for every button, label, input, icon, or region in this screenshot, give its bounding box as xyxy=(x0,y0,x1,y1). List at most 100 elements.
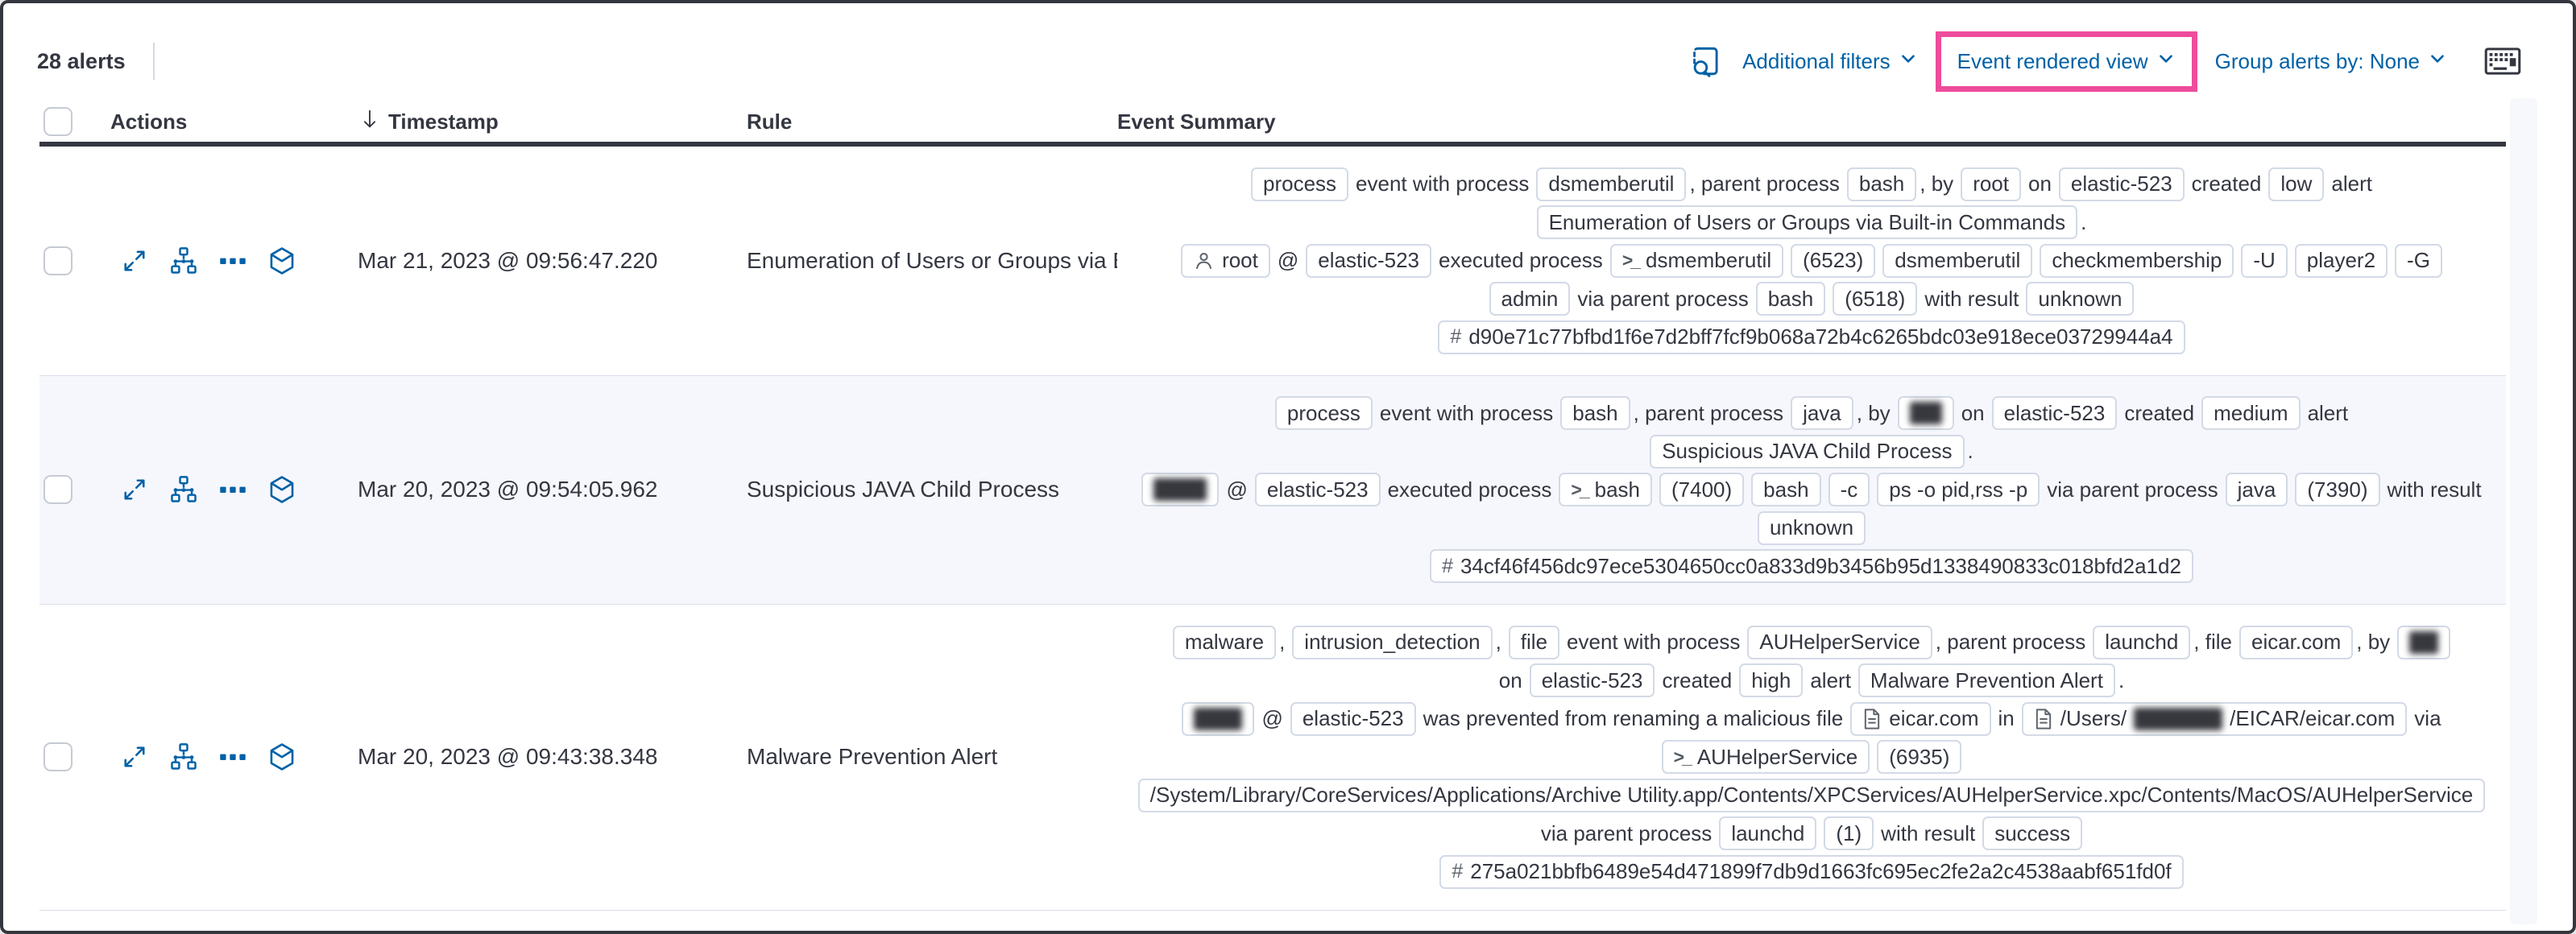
summary-badge[interactable]: elastic-523 xyxy=(1529,663,1655,698)
summary-badge[interactable]: process xyxy=(1274,396,1373,431)
summary-badge[interactable]: (7390) xyxy=(2295,473,2380,507)
more-actions-icon[interactable] xyxy=(218,246,247,275)
summary-badge[interactable]: (6935) xyxy=(1877,740,1962,775)
summary-badge[interactable]: high xyxy=(1739,663,1804,698)
summary-badge[interactable]: file xyxy=(1508,625,1560,659)
summary-badge[interactable]: elastic-523 xyxy=(1991,396,2118,431)
summary-badge[interactable]: bash xyxy=(1755,282,1826,316)
summary-badge[interactable]: java xyxy=(1791,396,1853,431)
summary-badge[interactable]: eicar.com xyxy=(1850,701,1991,736)
summary-badge[interactable]: admin xyxy=(1489,282,1571,316)
sort-down-icon xyxy=(358,107,382,137)
badge-text: process xyxy=(1286,400,1360,425)
summary-badge[interactable] xyxy=(1182,701,1255,736)
event-summary-line: Suspicious JAVA Child Process. xyxy=(1117,432,2506,471)
summary-badge[interactable]: intrusion_detection xyxy=(1292,625,1493,659)
badge-text: elastic-523 xyxy=(2070,172,2172,196)
badge-text: file xyxy=(1520,630,1548,655)
summary-badge[interactable]: #34cf46f456dc97ece5304650cc0a833d9b3456b… xyxy=(1430,549,2193,584)
summary-badge[interactable]: success xyxy=(1982,816,2083,851)
summary-badge[interactable]: #d90e71c77bfbd1f6e7d2bff7fcf9b068a72b4c6… xyxy=(1438,320,2185,354)
keyboard-icon[interactable] xyxy=(2479,48,2526,75)
summary-badge[interactable]: launchd xyxy=(1719,816,1817,851)
inspect-icon[interactable] xyxy=(1684,44,1728,78)
analyze-event-icon[interactable] xyxy=(168,742,199,771)
summary-badge[interactable]: elastic-523 xyxy=(2058,167,2185,201)
summary-badge[interactable]: AUHelperService xyxy=(1747,625,1932,659)
select-all-checkbox[interactable] xyxy=(43,107,72,136)
summary-badge[interactable]: unknown xyxy=(1757,510,1866,545)
summary-badge[interactable]: malware xyxy=(1172,625,1277,659)
summary-badge[interactable]: (6523) xyxy=(1791,243,1876,278)
badge-text: java xyxy=(2237,477,2276,502)
summary-badge[interactable]: elastic-523 xyxy=(1306,243,1432,278)
summary-badge[interactable]: >_dsmemberutil xyxy=(1609,243,1784,278)
summary-badge[interactable]: low xyxy=(2268,167,2325,201)
more-actions-icon[interactable] xyxy=(218,475,247,504)
session-view-icon[interactable] xyxy=(267,246,297,276)
row-actions xyxy=(96,474,358,505)
expand-icon[interactable] xyxy=(120,246,149,275)
expand-icon[interactable] xyxy=(120,475,149,504)
summary-badge[interactable]: root xyxy=(1181,243,1270,278)
summary-badge[interactable]: /Users//EICAR/eicar.com xyxy=(2021,701,2408,736)
summary-badge[interactable]: -U xyxy=(2241,243,2288,278)
group-alerts-by-button[interactable]: Group alerts by: None xyxy=(2209,49,2454,74)
summary-badge[interactable]: ps -o pid,rss -p xyxy=(1877,473,2040,507)
row-checkbox[interactable] xyxy=(43,246,72,275)
summary-badge[interactable]: Malware Prevention Alert xyxy=(1857,663,2115,698)
summary-badge[interactable] xyxy=(2397,625,2451,659)
summary-badge[interactable]: medium xyxy=(2201,396,2301,431)
summary-text: in xyxy=(1998,706,2015,731)
summary-badge[interactable]: bash xyxy=(1751,473,1821,507)
view-selector-button[interactable]: Event rendered view xyxy=(1951,49,2182,74)
summary-badge[interactable]: Suspicious JAVA Child Process xyxy=(1650,434,1965,469)
summary-badge[interactable]: java xyxy=(2225,473,2288,507)
summary-badge[interactable]: -G xyxy=(2395,243,2442,278)
summary-badge[interactable]: checkmembership xyxy=(2040,243,2234,278)
row-checkbox[interactable] xyxy=(43,475,72,505)
summary-badge[interactable]: #275a021bbfb6489e54d471899f7db9d1663fc69… xyxy=(1439,854,2184,889)
summary-badge[interactable]: unknown xyxy=(2026,282,2135,316)
summary-badge[interactable] xyxy=(1141,473,1220,507)
session-view-icon[interactable] xyxy=(267,474,297,505)
summary-badge[interactable] xyxy=(1897,396,1954,431)
summary-badge[interactable]: /System/Library/CoreServices/Application… xyxy=(1137,778,2486,812)
summary-badge[interactable]: launchd xyxy=(2093,625,2191,659)
badge-text: -G xyxy=(2407,248,2430,273)
expand-icon[interactable] xyxy=(120,742,149,771)
summary-badge[interactable]: (1) xyxy=(1824,816,1874,851)
additional-filters-button[interactable]: Additional filters xyxy=(1736,49,1924,74)
summary-badge[interactable]: (6518) xyxy=(1833,282,1918,316)
summary-badge[interactable]: elastic-523 xyxy=(1290,701,1416,736)
row-checkbox-cell xyxy=(39,475,96,505)
analyze-event-icon[interactable] xyxy=(168,246,199,275)
summary-badge[interactable]: -c xyxy=(1828,473,1870,507)
summary-badge[interactable]: player2 xyxy=(2294,243,2388,278)
summary-badge[interactable]: elastic-523 xyxy=(1254,473,1381,507)
summary-badge[interactable]: >_AUHelperService xyxy=(1661,740,1870,775)
badge-text: launchd xyxy=(1731,820,1805,845)
table-header-row: Actions Timestamp Rule Event Summary xyxy=(39,101,2506,147)
summary-badge[interactable]: root xyxy=(1961,167,2021,201)
terminal-icon: >_ xyxy=(1621,250,1641,271)
analyze-event-icon[interactable] xyxy=(168,475,199,504)
session-view-icon[interactable] xyxy=(267,742,297,772)
summary-badge[interactable]: dsmemberutil xyxy=(1882,243,2033,278)
summary-badge[interactable]: bash xyxy=(1846,167,1917,201)
summary-badge[interactable]: >_bash xyxy=(1559,473,1653,507)
summary-badge[interactable]: eicar.com xyxy=(2238,625,2354,659)
row-checkbox[interactable] xyxy=(43,742,72,772)
badge-text: Enumeration of Users or Groups via Built… xyxy=(1548,209,2066,234)
badge-text: checkmembership xyxy=(2052,248,2222,273)
more-actions-icon[interactable] xyxy=(218,742,247,771)
summary-badge[interactable]: process xyxy=(1251,167,1349,201)
alert-rule-name: Suspicious JAVA Child Process xyxy=(747,477,1060,502)
summary-badge[interactable]: dsmemberutil xyxy=(1536,167,1687,201)
column-header-timestamp[interactable]: Timestamp xyxy=(358,107,747,137)
summary-badge[interactable]: bash xyxy=(1560,396,1630,431)
summary-badge[interactable]: (7400) xyxy=(1659,473,1745,507)
scrollbar-track[interactable] xyxy=(2510,98,2537,924)
summary-badge[interactable]: Enumeration of Users or Groups via Built… xyxy=(1536,205,2078,240)
